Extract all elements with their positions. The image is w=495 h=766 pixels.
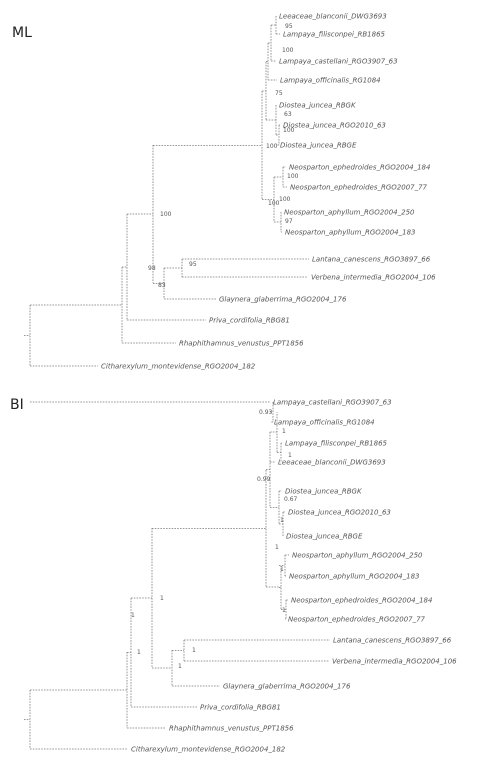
taxon-label: Neosparton_ephedroides_RGO2007_77 [290, 184, 428, 192]
taxon-label: Glaynera_glaberrima_RGO2004_176 [219, 296, 347, 304]
taxon-label: Diostea_juncea_RBGK [279, 102, 357, 110]
node-support-value: 1 [275, 544, 279, 551]
taxon-label: Neosparton_ephedroides_RGO2004_184 [291, 597, 432, 605]
bi-tree-panel: BI Lampaya_castellani_RGO3907_63Lampaya_o… [10, 397, 457, 754]
node-support-value: 1 [282, 607, 286, 614]
panel-label: ML [12, 25, 32, 41]
taxon-label: Lampaya_officinalis_RG1084 [274, 419, 375, 427]
node-support-value: 83 [158, 282, 166, 289]
taxon-label: Priva_cordifolia_RBG81 [209, 317, 290, 325]
taxon-label: Diostea_juncea_RGO2010_63 [288, 509, 391, 517]
taxon-label: Leeaceae_blanconii_DWG3693 [279, 13, 387, 21]
panel-label: BI [10, 397, 24, 413]
node-support-value: 100 [287, 173, 299, 180]
taxon-label: Diostea_juncea_RBGE [286, 533, 363, 541]
node-support-value: 75 [275, 90, 283, 97]
taxon-label: Priva_cordifolia_RBG81 [200, 704, 281, 712]
node-support-value: 63 [284, 111, 292, 118]
node-support-value: 1 [280, 517, 284, 524]
node-support-value: 100 [279, 196, 291, 203]
taxon-label: Diostea_juncea_RGO2010_63 [283, 122, 386, 130]
node-support-value: 100 [283, 127, 295, 134]
taxon-label: Lampaya_castellani_RGO3907_63 [279, 58, 398, 66]
node-support-value: 100 [282, 47, 294, 54]
node-support-value: 1 [137, 649, 141, 656]
node-support-value: 1 [178, 663, 182, 670]
node-support-value: 100 [160, 211, 172, 218]
node-support-value: 0.99 [257, 476, 271, 483]
taxon-label: Glaynera_glaberrima_RGO2004_176 [223, 683, 351, 691]
node-support-value: 98 [148, 265, 156, 272]
node-support-value: 1 [288, 452, 292, 459]
taxon-label: Neosparton_ephedroides_RGO2004_184 [289, 164, 430, 172]
taxon-label: Diostea_juncea_RBGE [280, 142, 357, 150]
node-support-value: 100 [268, 200, 280, 207]
taxon-label: Rhaphithamnus_venustus_PPT1856 [169, 725, 294, 733]
taxon-label: Neosparton_aphyllum_RGO2004_183 [289, 573, 419, 581]
taxon-label: Lampaya_filisconpei_RB1865 [285, 440, 388, 448]
taxon-label: Verbena_intermedia_RGO2004_106 [311, 274, 436, 282]
node-support-value: 1 [280, 566, 284, 573]
taxon-label: Neosparton_aphyllum_RGO2004_183 [285, 229, 415, 237]
taxon-label: Citharexylum_montevidense_RGO2004_182 [101, 363, 256, 371]
node-support-value: 97 [285, 218, 293, 225]
node-support-value: 95 [285, 23, 293, 30]
taxon-label: Neosparton_aphyllum_RGO2004_250 [284, 209, 415, 217]
node-support-value: 95 [189, 261, 197, 268]
node-support-value: 1 [282, 428, 286, 435]
taxon-label: Neosparton_aphyllum_RGO2004_250 [292, 552, 423, 560]
node-support-value: 100 [266, 143, 278, 150]
taxon-label: Diostea_juncea_RBGK [285, 488, 363, 496]
node-support-value: 1 [160, 595, 164, 602]
taxon-label: Citharexylum_montevidense_RGO2004_182 [131, 746, 286, 754]
ml-tree-panel: ML Leeaceae_blanconii_DWG3693Lampaya_fili… [12, 13, 436, 371]
taxon-label: Lampaya_officinalis_RG1084 [280, 77, 381, 85]
taxon-label: Lantana_canescens_RGO3897_66 [312, 256, 431, 264]
node-support-value: 1 [131, 612, 135, 619]
taxon-label: Rhaphithamnus_venustus_PPT1856 [179, 340, 304, 348]
taxon-label: Lantana_canescens_RGO3897_66 [333, 637, 452, 645]
taxon-label: Lampaya_castellani_RGO3907_63 [273, 399, 392, 407]
taxon-label: Verbena_intermedia_RGO2004_106 [332, 658, 457, 666]
node-support-value: 0.93 [259, 409, 273, 416]
taxon-label: Lampaya_filisconpei_RB1865 [283, 31, 386, 39]
taxon-label: Leeaceae_blanconii_DWG3693 [278, 459, 386, 467]
taxon-label: Neosparton_ephedroides_RGO2007_77 [288, 616, 426, 624]
node-support-value: 0.67 [284, 496, 298, 503]
node-support-value: 1 [192, 647, 196, 654]
